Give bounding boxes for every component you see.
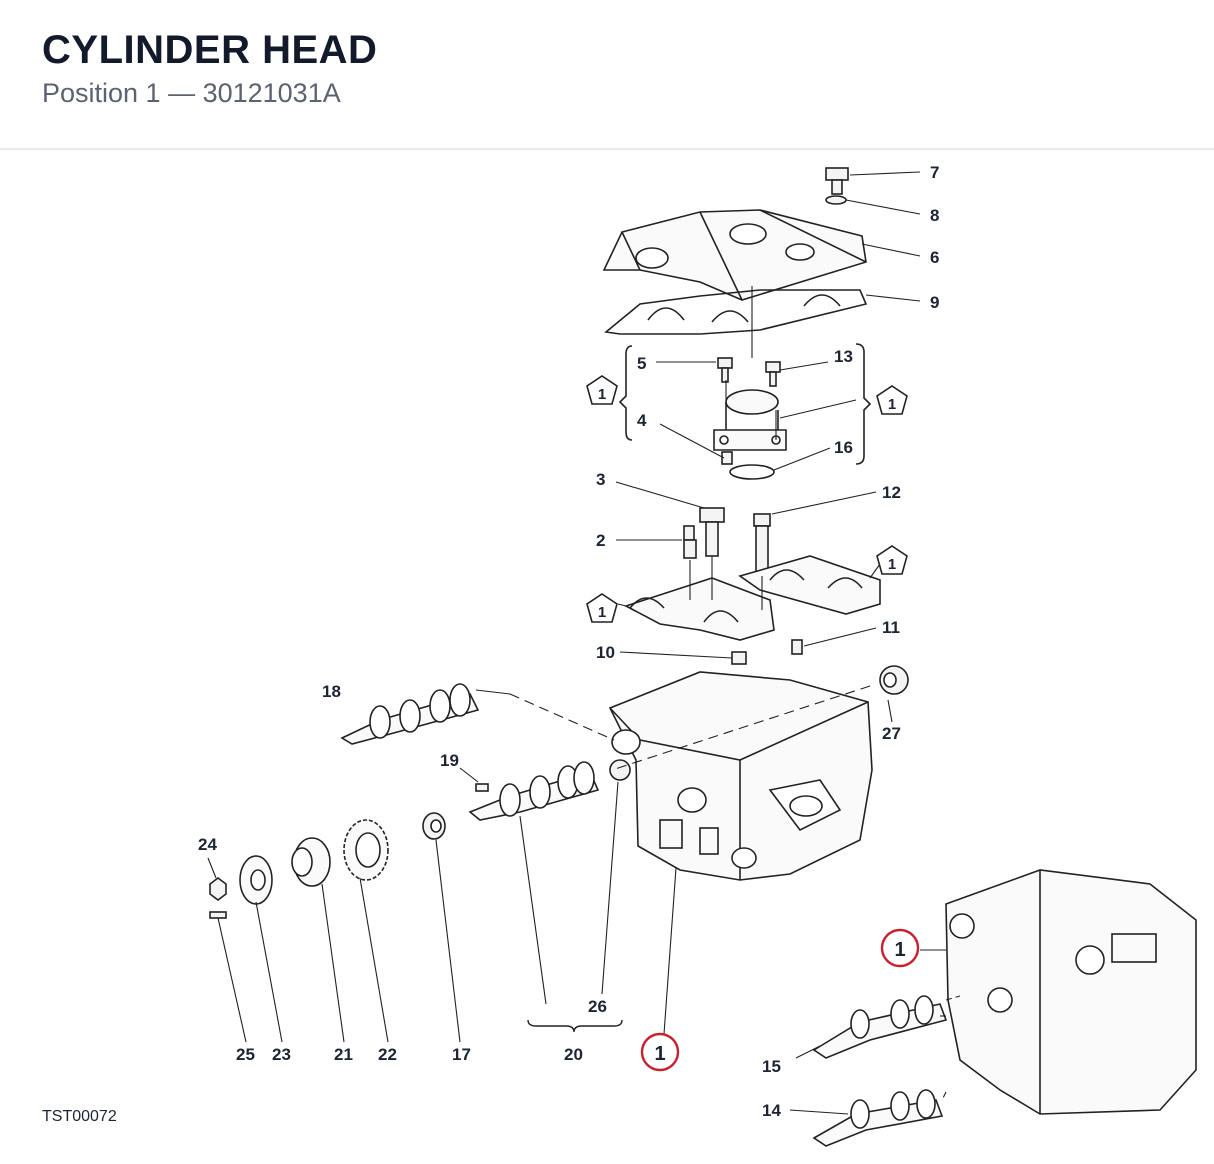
pentagon-marker-right: 1 [876, 385, 908, 415]
callout-8: 8 [930, 206, 939, 225]
seal-27 [879, 665, 909, 695]
callout-9: 9 [930, 293, 939, 312]
breather-screws [717, 357, 781, 387]
callout-18: 18 [322, 682, 341, 701]
key-19 [475, 783, 489, 792]
callout-17: 17 [452, 1045, 471, 1064]
pentagon-marker-left: 1 [586, 375, 618, 405]
callout-24: 24 [198, 835, 217, 854]
callout-14: 14 [762, 1101, 781, 1120]
breather-housing [713, 389, 787, 465]
washer-23 [239, 855, 273, 905]
screw-25 [209, 911, 227, 919]
exploded-diagram: 1 1 1 1 1 1 7 8 6 9 5 13 4 16 3 12 2 10 … [0, 150, 1214, 1159]
pentagon-marker-cap-right: 1 [876, 545, 908, 575]
dowel-10 [731, 651, 747, 665]
callout-10: 10 [596, 643, 615, 662]
cover-bolt [825, 167, 849, 195]
callout-5: 5 [637, 354, 646, 373]
callout-27: 27 [882, 724, 901, 743]
cap-bolt [699, 507, 725, 557]
callout-26: 26 [588, 997, 607, 1016]
svg-text:1: 1 [598, 604, 606, 621]
pentagon-marker-cap-left: 1 [586, 593, 618, 623]
circle-marker-inset: 1 [880, 928, 920, 968]
callout-labels: 7 8 6 9 5 13 4 16 3 12 2 10 11 18 27 19 … [198, 163, 939, 1120]
callout-23: 23 [272, 1045, 291, 1064]
camshaft-20 [468, 761, 600, 821]
page-subtitle: Position 1 — 30121031A [42, 78, 341, 108]
valve-cover [602, 209, 867, 301]
seal-26 [609, 759, 631, 781]
pulley-22 [343, 819, 389, 881]
callout-13: 13 [834, 347, 853, 366]
callout-22: 22 [378, 1045, 397, 1064]
inset-assembly [812, 869, 1197, 1147]
camshaft-18 [340, 683, 480, 745]
dowel-11 [791, 639, 803, 655]
svg-text:1: 1 [894, 939, 905, 961]
cylinder-head [608, 671, 873, 881]
callout-12: 12 [882, 483, 901, 502]
callout-15: 15 [762, 1057, 781, 1076]
callout-25: 25 [236, 1045, 255, 1064]
cover-gasket [604, 289, 868, 335]
circle-marker-main: 1 [640, 1032, 680, 1072]
oil-jet-bolt [753, 513, 771, 577]
stud [683, 525, 697, 559]
callout-20: 20 [564, 1045, 583, 1064]
callout-4: 4 [637, 411, 647, 430]
callout-16: 16 [834, 438, 853, 457]
leader-lines [207, 171, 961, 1115]
callout-6: 6 [930, 248, 939, 267]
spacer-17 [422, 812, 446, 840]
header: CYLINDER HEAD Position 1 — 30121031A [0, 0, 1214, 150]
svg-text:1: 1 [598, 386, 606, 403]
callout-11: 11 [882, 618, 900, 637]
svg-text:1: 1 [654, 1043, 665, 1065]
camshaft-cap-left [623, 577, 775, 641]
hub-21 [291, 837, 331, 887]
svg-text:1: 1 [888, 396, 896, 413]
page-title: CYLINDER HEAD [42, 28, 378, 72]
callout-2: 2 [596, 531, 605, 550]
svg-text:1: 1 [888, 556, 896, 573]
callout-21: 21 [334, 1045, 353, 1064]
callout-7: 7 [930, 163, 939, 182]
camshaft-cap-right [738, 555, 881, 615]
o-ring [729, 464, 775, 480]
drawing-code: TST00072 [42, 1108, 117, 1125]
callout-19: 19 [440, 751, 459, 770]
nut-24 [209, 877, 227, 901]
callout-3: 3 [596, 470, 605, 489]
washer [825, 195, 847, 205]
